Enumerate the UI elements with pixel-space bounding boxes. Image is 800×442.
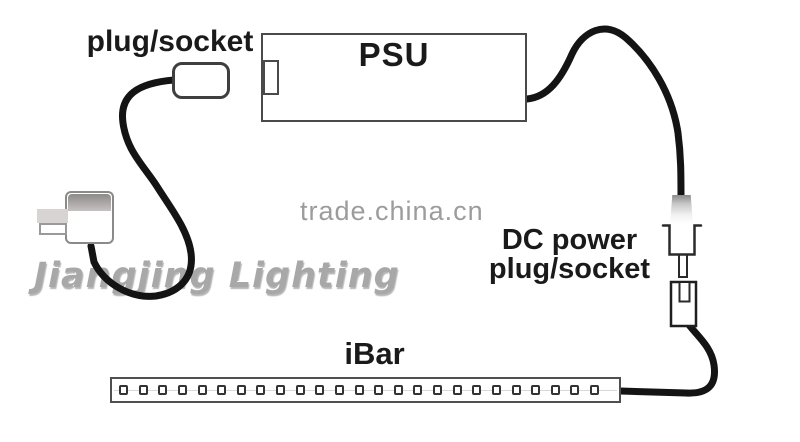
psu-label: PSU [358,36,430,73]
dc-power-label-line1: DC power [501,224,638,256]
led-chip [119,385,128,395]
led-chip [511,385,521,395]
cable-plug-to-clip-connector [87,76,195,300]
clip-connector-side-tab [37,209,68,223]
led-bar-midline [114,390,617,391]
plug-socket-label: plug/socket [86,25,254,58]
led-chip [550,385,560,395]
led-chip [217,385,227,395]
clip-connector-side-slot [39,223,67,235]
led-chip [256,385,266,395]
led-chip [236,385,246,395]
led-chip [393,385,403,395]
cable-psu-to-dc-plug [523,25,685,205]
dc-plug-body [661,224,703,256]
led-chip [334,385,344,395]
led-chip [315,385,325,395]
psu-box [261,33,527,122]
dc-socket-slot [678,283,691,303]
led-chip [138,385,148,395]
led-chip [158,385,168,395]
led-chip [570,385,580,395]
led-chip [374,385,384,395]
led-bar [110,377,621,403]
dc-power-label: DC power plug/socket [472,226,667,284]
cable-dc-socket-to-ibar [616,314,719,397]
led-strip [119,379,599,401]
led-chip [472,385,482,395]
dc-socket-body [669,280,698,328]
clip-connector-top-cap [68,194,111,211]
led-chip [413,385,423,395]
led-chip [177,385,187,395]
led-chip [276,385,285,395]
dc-power-label-line2: plug/socket [488,253,651,285]
dc-plug-pin [678,252,688,278]
led-chip [531,385,541,395]
led-chip [197,385,207,395]
led-chip [590,385,599,395]
plug-socket-connector [172,62,230,99]
led-chip [491,385,501,395]
led-chip [433,385,442,395]
ibar-label: iBar [344,336,405,371]
dc-plug-strain-relief [670,195,693,224]
led-chip [452,385,462,395]
watermark-site: trade.china.cn [300,196,484,226]
led-chip [295,385,305,395]
psu-inlet-notch [263,60,279,95]
led-chip [354,385,364,395]
